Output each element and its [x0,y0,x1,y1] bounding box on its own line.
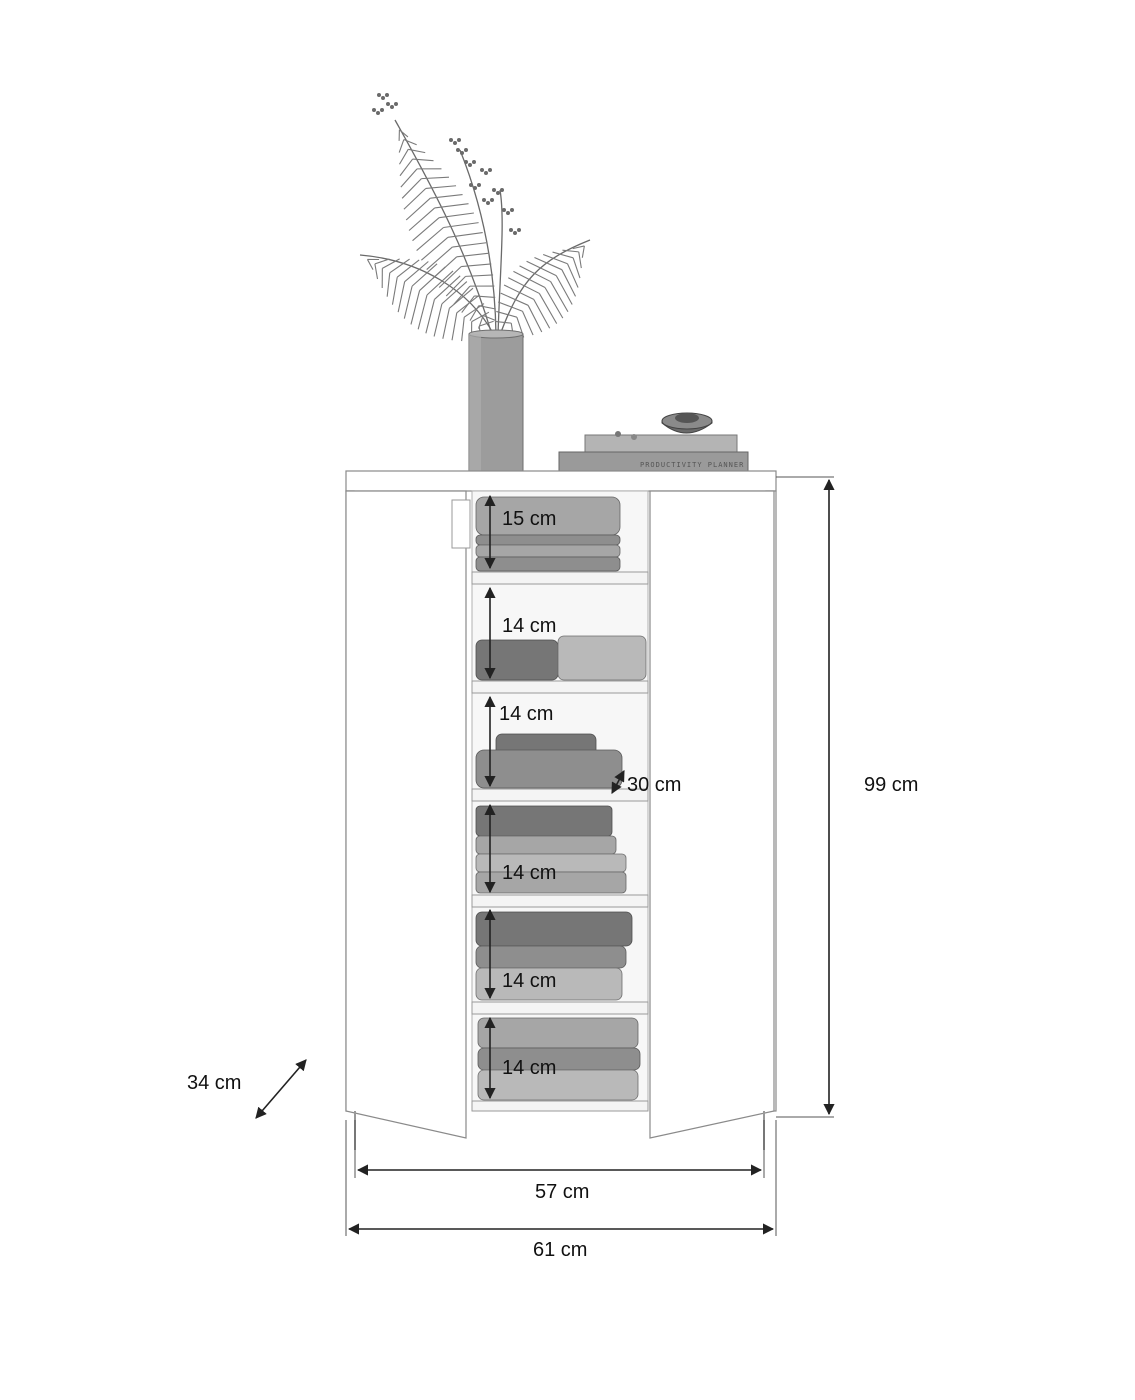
cabinet [345,470,777,1150]
depth-label: 34 cm [187,1072,241,1094]
shelf-height-label: 14 cm [499,703,553,725]
vase [468,329,524,472]
decorative-bowl [615,412,713,440]
depth-arrow [255,1059,307,1119]
shelf-height-label: 15 cm [502,508,556,530]
folded-clothes [475,496,647,1101]
inner-width-dimension [354,1120,765,1178]
shelf [471,894,649,908]
outer-width-label: 61 cm [533,1239,587,1261]
height-label: 99 cm [864,774,918,796]
shelf-height-label: 14 cm [502,970,556,992]
cabinet-door-right[interactable] [649,490,775,1139]
book-spine-label: PRODUCTIVITY PLANNER [640,461,744,469]
height-dimension [776,476,835,1118]
shelf-height-label: 14 cm [502,1057,556,1079]
plant-decoration [359,93,591,342]
shelf-height-label: 14 cm [502,615,556,637]
shelf [471,680,649,694]
books: PRODUCTIVITY PLANNER [558,434,749,474]
door-hinge [451,499,471,549]
cabinet-bottom [471,1100,649,1112]
cabinet-top [345,470,777,492]
cabinet-door-left[interactable] [345,490,467,1139]
shelf-depth-arrow [611,770,625,794]
shelf [471,788,649,802]
inner-width-label: 57 cm [535,1181,589,1203]
shelf [471,571,649,585]
shelf-depth-label: 30 cm [627,774,681,796]
shelf-height-label: 14 cm [502,862,556,884]
outer-width-dimension [345,1120,777,1236]
shelf [471,1001,649,1015]
